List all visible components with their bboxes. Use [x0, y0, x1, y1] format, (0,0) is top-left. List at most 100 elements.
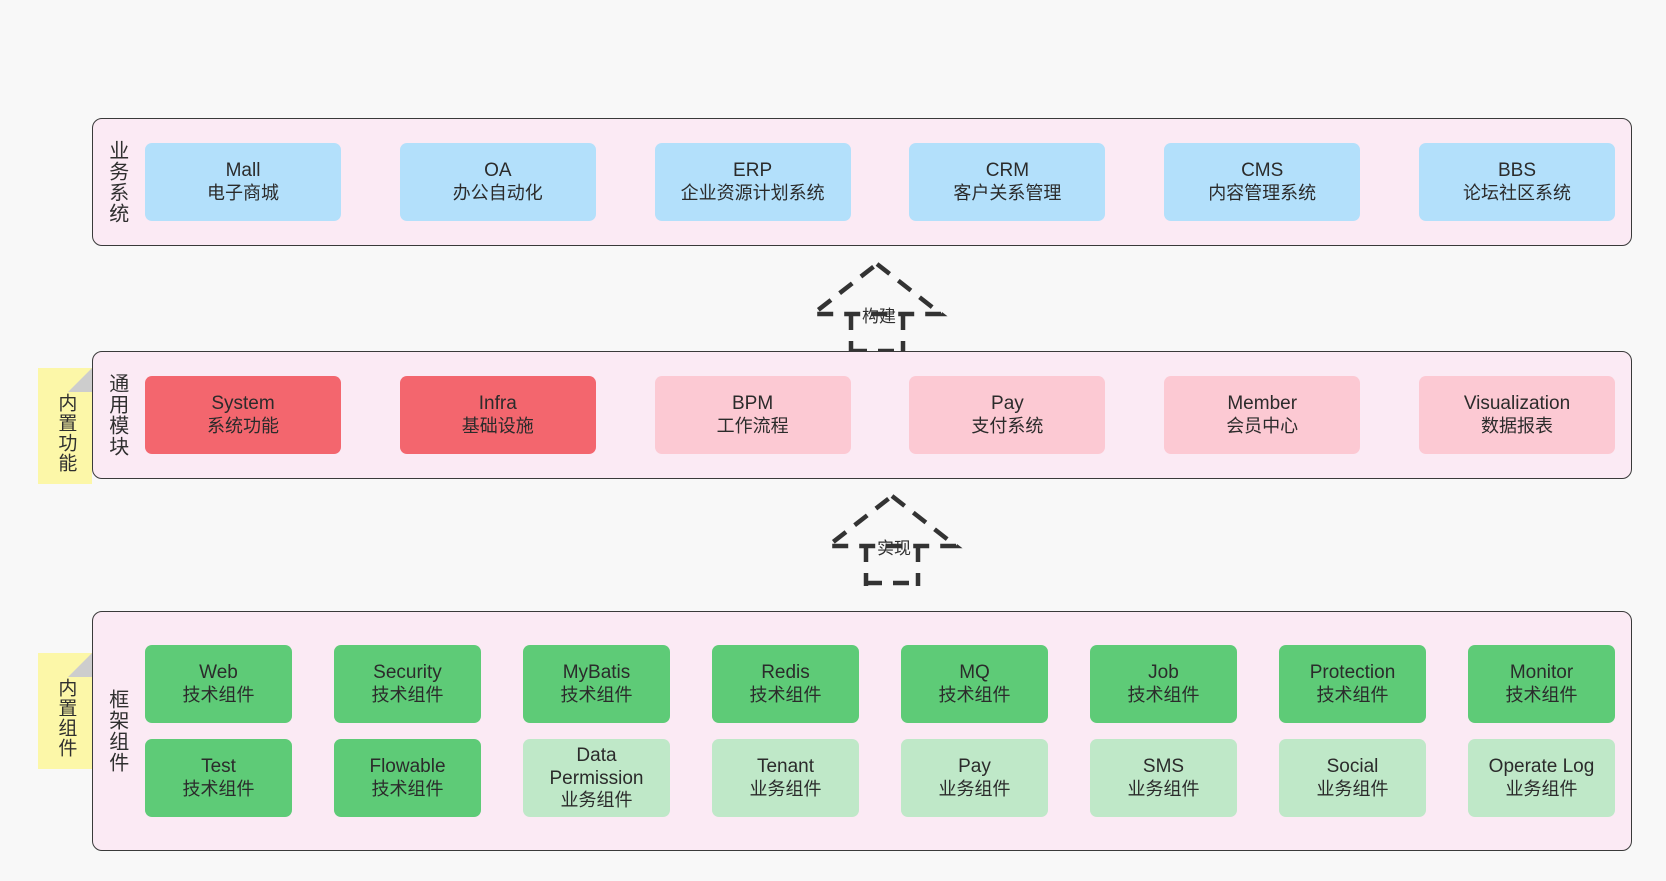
card-mall[interactable]: Mall 电子商城 — [145, 143, 341, 221]
card-subtitle: 技术组件 — [182, 778, 255, 799]
card-subtitle: 技术组件 — [371, 684, 444, 705]
layer-body-business-systems: Mall 电子商城 OA 办公自动化 ERP 企业资源计划系统 CRM 客户关系… — [139, 119, 1631, 245]
layer-title-common-modules: 通用模块 — [105, 373, 128, 457]
card-subtitle: 技术组件 — [749, 684, 822, 705]
card-protection[interactable]: Protection 技术组件 — [1279, 645, 1426, 723]
card-title: Tenant — [756, 756, 815, 778]
card-title: Pay — [958, 756, 991, 778]
card-cms[interactable]: CMS 内容管理系统 — [1164, 143, 1361, 221]
card-web[interactable]: Web 技术组件 — [145, 645, 292, 723]
card-title: ERP — [733, 160, 773, 182]
sticky-note-text: 内置功能 — [55, 393, 77, 473]
card-social[interactable]: Social 业务组件 — [1279, 739, 1426, 817]
card-member[interactable]: Member 会员中心 — [1164, 376, 1361, 454]
card-subtitle: 论坛社区系统 — [1462, 182, 1571, 203]
card-title: Security — [373, 662, 442, 684]
card-subtitle: 电子商城 — [207, 182, 279, 203]
card-subtitle: 基础设施 — [461, 415, 534, 436]
card-job[interactable]: Job 技术组件 — [1090, 645, 1237, 723]
card-tenant[interactable]: Tenant 业务组件 — [712, 739, 859, 817]
card-title: Infra — [478, 393, 517, 415]
card-title: OA — [484, 160, 512, 182]
layer-title-framework-components: 框架组件 — [105, 689, 128, 773]
card-subtitle: 业务组件 — [560, 790, 633, 811]
card-title: Redis — [761, 662, 810, 684]
card-test[interactable]: Test 技术组件 — [145, 739, 292, 817]
card-redis[interactable]: Redis 技术组件 — [712, 645, 859, 723]
card-title: CMS — [1241, 160, 1284, 182]
card-subtitle: 数据报表 — [1480, 415, 1553, 436]
layer-body-common-modules: System 系统功能 Infra 基础设施 BPM 工作流程 Pay 支付系统… — [139, 352, 1631, 478]
card-title: Member — [1227, 393, 1298, 415]
card-subtitle: 业务组件 — [1316, 778, 1389, 799]
card-data-permission[interactable]: Data Permission 业务组件 — [523, 739, 670, 817]
card-mybatis[interactable]: MyBatis 技术组件 — [523, 645, 670, 723]
card-title: MyBatis — [562, 662, 631, 684]
card-title: Flowable — [369, 756, 446, 778]
card-title: SMS — [1142, 756, 1185, 778]
card-pay[interactable]: Pay 支付系统 — [909, 376, 1106, 454]
card-row: Test 技术组件 Flowable 技术组件 Data Permission … — [145, 739, 1615, 817]
dashed-generalization-arrow-icon — [821, 493, 963, 586]
sticky-note-builtin-components: 内置组件 — [38, 653, 92, 769]
layer-business-systems: 业务系统 Mall 电子商城 OA 办公自动化 ERP 企业资源计划系统 CRM… — [92, 118, 1632, 246]
card-crm[interactable]: CRM 客户关系管理 — [909, 143, 1106, 221]
card-bbs[interactable]: BBS 论坛社区系统 — [1418, 143, 1615, 221]
card-erp[interactable]: ERP 企业资源计划系统 — [654, 143, 851, 221]
card-subtitle: 技术组件 — [560, 684, 633, 705]
card-title: BBS — [1497, 160, 1536, 182]
card-subtitle: 业务组件 — [938, 778, 1011, 799]
card-security[interactable]: Security 技术组件 — [334, 645, 481, 723]
card-infra[interactable]: Infra 基础设施 — [399, 376, 596, 454]
card-title: Protection — [1309, 662, 1396, 684]
card-row: System 系统功能 Infra 基础设施 BPM 工作流程 Pay 支付系统… — [145, 376, 1615, 454]
card-subtitle: 技术组件 — [182, 684, 255, 705]
card-title: Pay — [991, 393, 1024, 415]
card-mq[interactable]: MQ 技术组件 — [901, 645, 1048, 723]
card-flowable[interactable]: Flowable 技术组件 — [334, 739, 481, 817]
sticky-note-text: 内置组件 — [55, 678, 77, 758]
card-title: System — [211, 393, 275, 415]
card-oa[interactable]: OA 办公自动化 — [399, 143, 596, 221]
card-monitor[interactable]: Monitor 技术组件 — [1468, 645, 1615, 723]
card-title: BPM — [732, 393, 774, 415]
card-subtitle: 技术组件 — [1316, 684, 1389, 705]
layer-body-framework-components: Web 技术组件 Security 技术组件 MyBatis 技术组件 Redi… — [139, 612, 1631, 850]
card-row: Mall 电子商城 OA 办公自动化 ERP 企业资源计划系统 CRM 客户关系… — [145, 143, 1615, 221]
card-subtitle: 企业资源计划系统 — [680, 182, 825, 203]
card-title: Visualization — [1463, 393, 1571, 415]
sticky-note-builtin-features: 内置功能 — [38, 368, 92, 484]
card-bpm[interactable]: BPM 工作流程 — [654, 376, 851, 454]
card-subtitle: 技术组件 — [1127, 684, 1200, 705]
layer-framework-components: 框架组件 Web 技术组件 Security 技术组件 MyBatis 技术组件… — [92, 611, 1632, 851]
card-subtitle: 业务组件 — [1505, 778, 1578, 799]
card-subtitle: 系统功能 — [207, 415, 279, 436]
card-visualization[interactable]: Visualization 数据报表 — [1418, 376, 1615, 454]
card-pay-business[interactable]: Pay 业务组件 — [901, 739, 1048, 817]
card-subtitle: 会员中心 — [1226, 415, 1299, 436]
layer-common-modules: 通用模块 System 系统功能 Infra 基础设施 BPM 工作流程 Pay… — [92, 351, 1632, 479]
card-row: Web 技术组件 Security 技术组件 MyBatis 技术组件 Redi… — [145, 645, 1615, 723]
card-title: Data Permission — [549, 744, 644, 790]
card-title: Web — [199, 662, 238, 684]
card-title: Job — [1148, 662, 1179, 684]
card-title: Monitor — [1509, 662, 1574, 684]
card-system[interactable]: System 系统功能 — [145, 376, 341, 454]
card-title: CRM — [985, 160, 1030, 182]
card-subtitle: 工作流程 — [716, 415, 789, 436]
card-subtitle: 技术组件 — [938, 684, 1011, 705]
card-title: Mall — [225, 160, 261, 182]
card-subtitle: 内容管理系统 — [1208, 182, 1317, 203]
card-title: Operate Log — [1488, 756, 1595, 778]
card-operate-log[interactable]: Operate Log 业务组件 — [1468, 739, 1615, 817]
connector-label: 实现 — [877, 539, 912, 558]
card-subtitle: 技术组件 — [1505, 684, 1578, 705]
card-sms[interactable]: SMS 业务组件 — [1090, 739, 1237, 817]
layer-title-business-systems: 业务系统 — [105, 140, 128, 224]
card-subtitle: 技术组件 — [371, 778, 444, 799]
card-title: Social — [1326, 756, 1379, 778]
card-subtitle: 业务组件 — [1127, 778, 1200, 799]
card-subtitle: 支付系统 — [971, 415, 1044, 436]
card-title: MQ — [959, 662, 990, 684]
